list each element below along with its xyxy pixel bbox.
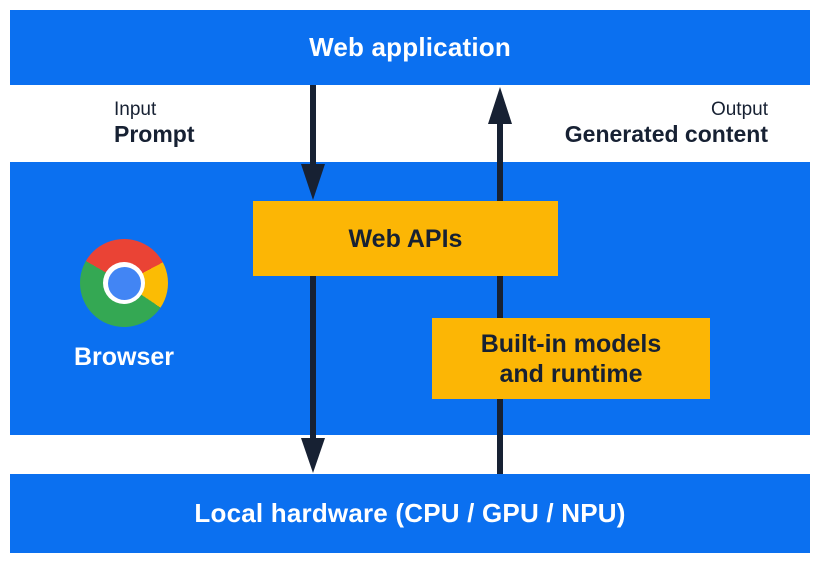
local-hardware-label: Local hardware (CPU / GPU / NPU): [194, 498, 626, 528]
web-application-label: Web application: [309, 32, 511, 62]
input-title: Input: [114, 99, 157, 120]
builtin-models-label-line1: Built-in models: [480, 329, 662, 358]
input-label-group: Input Prompt: [114, 99, 195, 147]
chrome-logo-icon: [80, 239, 168, 327]
chrome-logo-blue-center: [107, 266, 141, 300]
web-apis-box: Web APIs: [253, 201, 558, 276]
local-hardware-bar: Local hardware (CPU / GPU / NPU): [10, 474, 810, 553]
output-value: Generated content: [564, 121, 768, 147]
input-value: Prompt: [114, 121, 195, 147]
output-label-group: Output Generated content: [565, 99, 768, 147]
web-application-bar: Web application: [10, 10, 810, 85]
output-title: Output: [710, 99, 768, 120]
web-apis-label: Web APIs: [348, 224, 463, 253]
builtin-models-box: Built-in models and runtime: [432, 318, 710, 399]
browser-label: Browser: [73, 343, 175, 371]
builtin-models-label-line2: and runtime: [499, 359, 643, 388]
